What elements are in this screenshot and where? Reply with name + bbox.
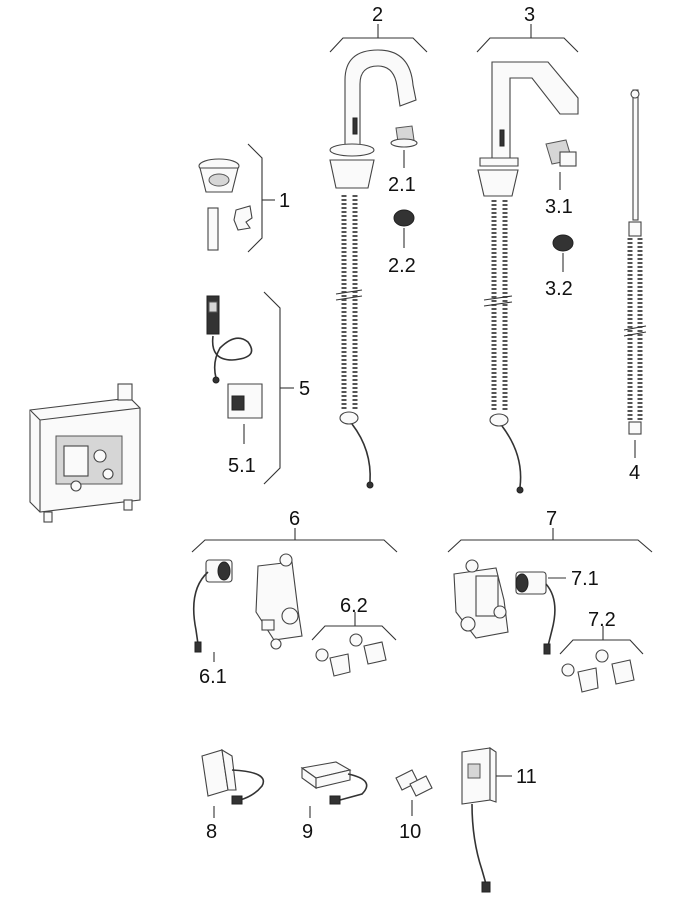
label-5-1: 5.1 [228,455,256,477]
label-2: 2 [372,4,383,26]
part-3-2-nut [552,234,574,272]
part-6-2-valves [311,612,397,677]
label-9: 9 [302,821,313,843]
label-6: 6 [289,508,300,530]
label-10: 10 [399,821,421,843]
label-3: 3 [524,4,535,26]
part-8-power-supply [201,748,265,818]
part-2-1-aerator [390,125,418,168]
label-7-1: 7.1 [571,568,599,590]
label-7: 7 [546,508,557,530]
part-1-set [198,143,275,253]
part-6-mixing-unit [191,528,398,650]
part-7-mixing-unit [447,528,653,639]
part-3-square-spout-faucet [476,24,579,494]
part-10-batteries [395,769,433,816]
part-11-control-unit [461,746,512,893]
installation-box [29,383,141,523]
label-2-2: 2.2 [388,255,416,277]
part-2-2-nut [393,209,415,248]
part-6-1-solenoid-valve [192,559,233,662]
label-1: 1 [279,190,290,212]
part-9-battery-box [300,761,368,818]
part-2-curved-spout-faucet [329,24,428,489]
label-6-1: 6.1 [199,666,227,688]
part-7-2-valves [559,626,644,693]
part-4-connection-hose [623,89,647,458]
label-8: 8 [206,821,217,843]
part-5-electronics [206,291,294,485]
label-3-2: 3.2 [545,278,573,300]
label-2-1: 2.1 [388,174,416,196]
label-11: 11 [516,766,537,788]
label-6-2: 6.2 [340,595,368,617]
label-5: 5 [299,378,310,400]
label-3-1: 3.1 [545,196,573,218]
label-4: 4 [629,462,640,484]
part-3-1-aerator [545,139,577,190]
part-7-1-solenoid-valve [515,571,566,655]
label-7-2: 7.2 [588,609,616,631]
